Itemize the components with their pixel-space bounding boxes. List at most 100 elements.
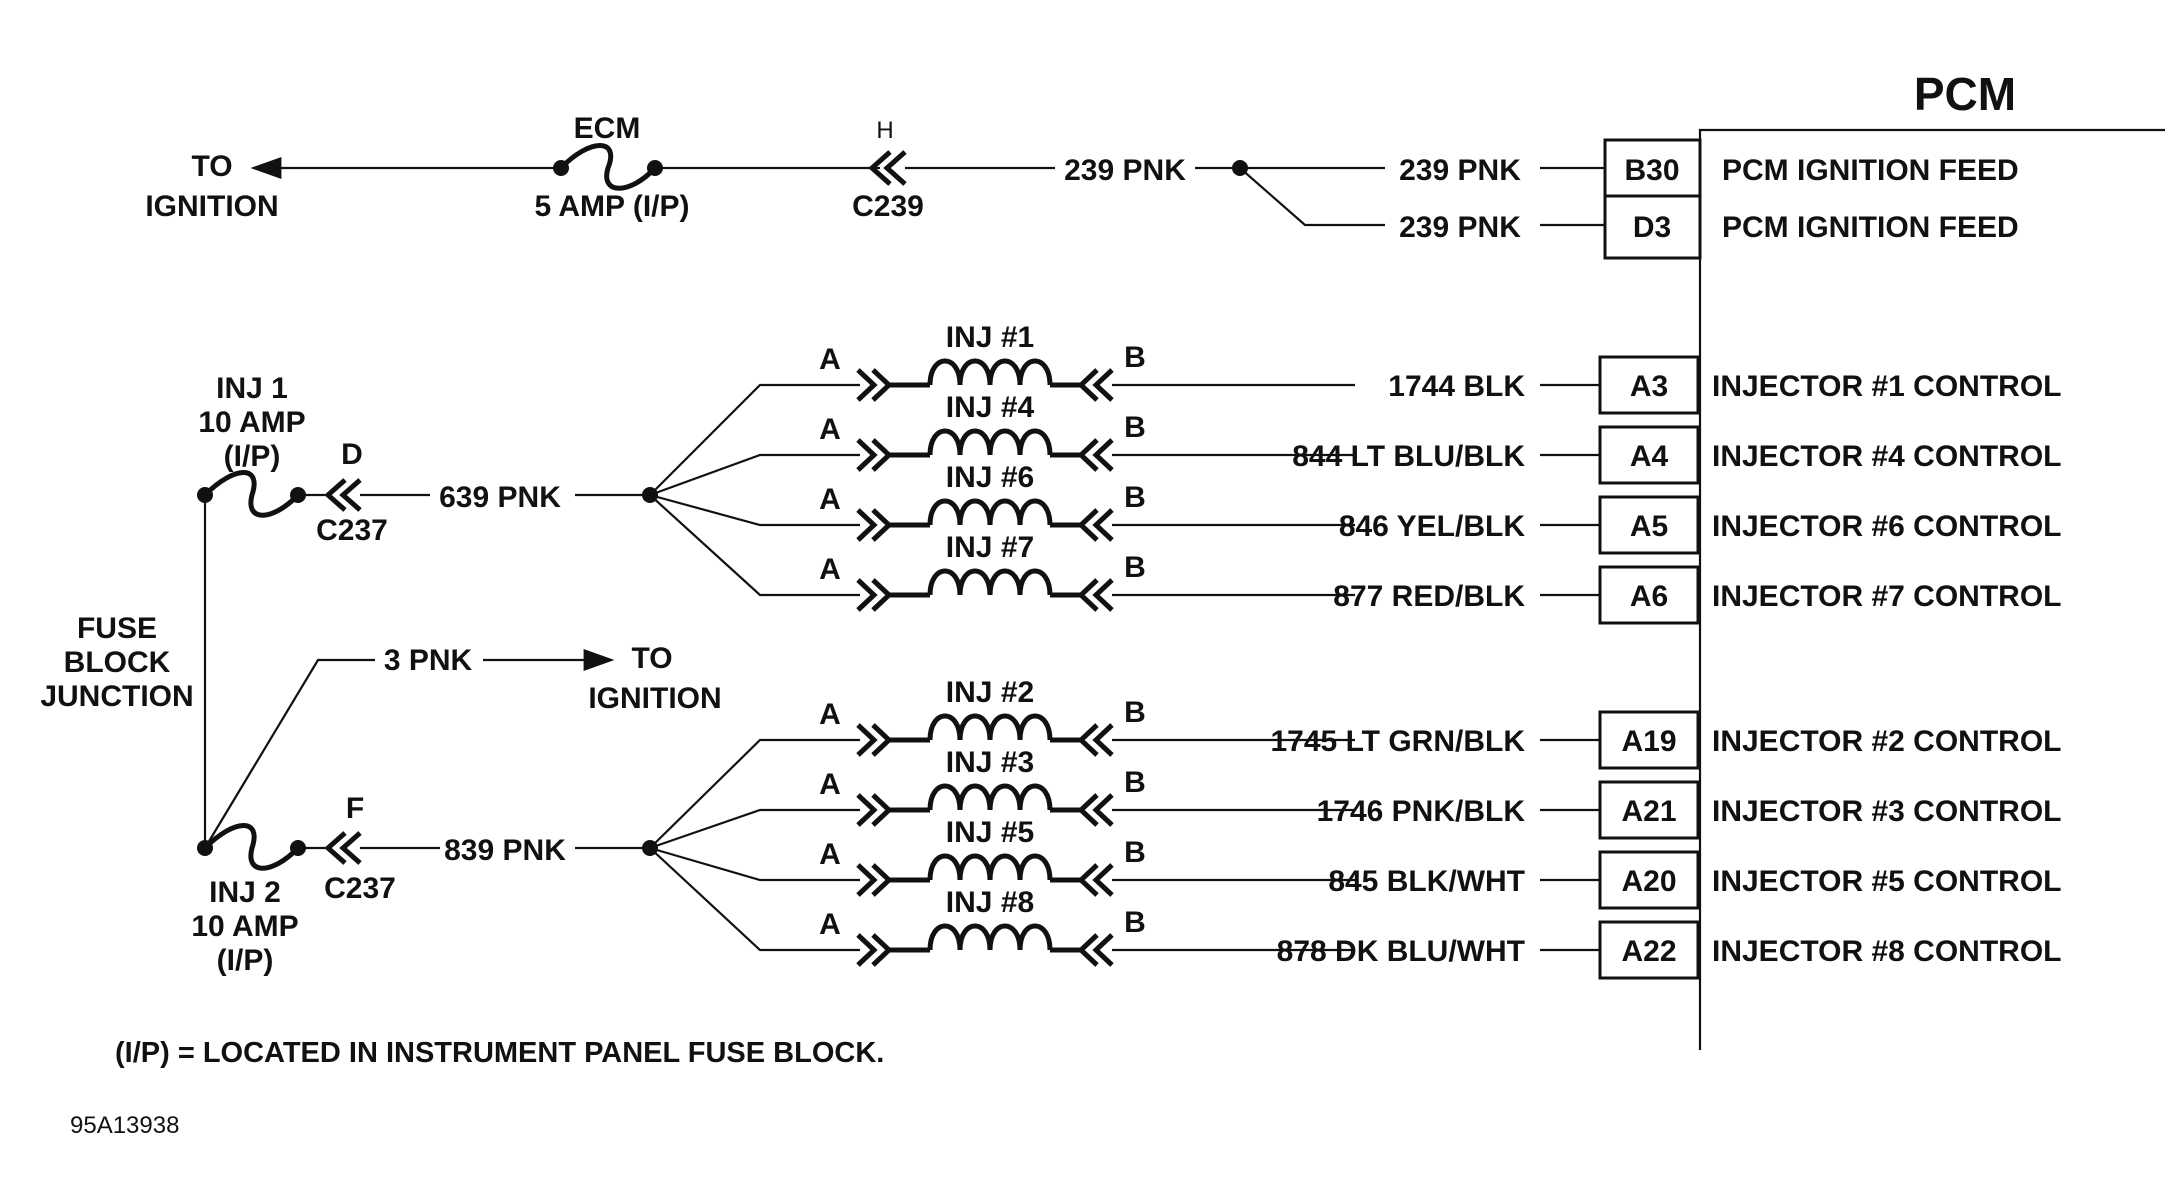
injector-coil-icon	[927, 923, 1053, 951]
pcm-pin-label: A5	[1630, 510, 1668, 543]
injector-wire-label: 1745 LT GRN/BLK	[1271, 725, 1526, 758]
injector-connector-b-icon	[1077, 723, 1114, 757]
injector-pin-a: A	[819, 908, 841, 941]
injector-coil-icon	[927, 568, 1053, 596]
ecm-fuse-name: ECM	[574, 112, 641, 145]
injector-wire-label: 846 YEL/BLK	[1339, 510, 1526, 543]
pcm-pin-function: INJECTOR #1 CONTROL	[1712, 370, 2062, 403]
injector-coil-icon	[927, 853, 1053, 881]
pin-d3: D3	[1633, 211, 1671, 244]
injector-wire-label: 845 BLK/WHT	[1328, 865, 1525, 898]
pcm-pin-function: INJECTOR #4 CONTROL	[1712, 440, 2062, 473]
inj1-fuse-line2: 10 AMP	[198, 406, 305, 439]
injector-connector-b-icon	[1077, 863, 1114, 897]
injector-pin-a: A	[819, 483, 841, 516]
injector-name: INJ #4	[946, 391, 1035, 424]
pcm-pin-function: INJECTOR #3 CONTROL	[1712, 795, 2062, 828]
c239-connector-icon	[868, 150, 907, 186]
inj2-fuse-line2: 10 AMP	[191, 910, 298, 943]
ignition-wire-label: 239 PNK	[1064, 154, 1186, 187]
ecm-fuse-rating: 5 AMP (I/P)	[534, 190, 689, 223]
injector-connector-a-icon	[856, 368, 893, 402]
injector-name: INJ #6	[946, 461, 1034, 494]
injector-coil-icon	[927, 428, 1053, 456]
injector-pin-b: B	[1124, 906, 1146, 939]
injector-connector-a-icon	[856, 863, 893, 897]
inj2-fuse-icon	[197, 823, 306, 871]
pcm-pin-box	[1598, 710, 1700, 770]
c237-f-pin: F	[346, 792, 364, 825]
c237-f-connector-icon	[324, 831, 362, 865]
figure-code: 95A13938	[70, 1112, 179, 1139]
d3-wire-label: 239 PNK	[1399, 211, 1521, 244]
injector-connector-b-icon	[1077, 933, 1114, 967]
pin-b30: B30	[1624, 154, 1679, 187]
pcm-pin-function: INJECTOR #2 CONTROL	[1712, 725, 2062, 758]
injector-pin-b: B	[1124, 551, 1146, 584]
inj1-fuse-line3: (I/P)	[224, 440, 281, 473]
injector-coil-icon	[927, 498, 1053, 526]
injector-name: INJ #1	[946, 321, 1034, 354]
injector-pin-b: B	[1124, 481, 1146, 514]
injector-coil-icon	[927, 358, 1053, 386]
c237-d-label: C237	[316, 514, 388, 547]
injector-connector-a-icon	[856, 508, 893, 542]
injector-connector-b-icon	[1077, 508, 1114, 542]
junction-wire-label: 3 PNK	[384, 644, 473, 677]
pcm-pin-function: INJECTOR #7 CONTROL	[1712, 580, 2062, 613]
pcm-pin-box	[1598, 920, 1700, 980]
to-ignition-label-2: IGNITION	[145, 190, 278, 223]
fuse-block-junction: FUSE BLOCK JUNCTION 3 PNK TO IGNITION	[40, 495, 722, 849]
c237-f-label: C237	[324, 872, 396, 905]
injector-connector-b-icon	[1077, 793, 1114, 827]
injector-connector-a-icon	[856, 723, 893, 757]
pcm-pin-label: A6	[1630, 580, 1668, 613]
upper-feed-wire-label: 639 PNK	[439, 481, 561, 514]
junction-line1: FUSE	[77, 612, 157, 645]
to-ignition-label-1: TO	[191, 150, 232, 183]
pin-d3-function: PCM IGNITION FEED	[1722, 211, 2019, 244]
junction-to-label-1: TO	[631, 642, 672, 675]
injector-row-upper-1: A INJ #1 B 1744 BLK A3 INJECTOR #1 CONTROL	[649, 321, 2062, 496]
pcm-module: PCM	[1698, 68, 2165, 1050]
lower-feed-wire-label: 839 PNK	[444, 834, 566, 867]
pcm-title: PCM	[1914, 68, 2016, 120]
injector-connector-a-icon	[856, 438, 893, 472]
pcm-pin-box	[1598, 355, 1700, 415]
injector-connector-a-icon	[856, 793, 893, 827]
b30-wire-label: 239 PNK	[1399, 154, 1521, 187]
injector-pin-a: A	[819, 413, 841, 446]
inj1-fuse-line1: INJ 1	[216, 372, 288, 405]
pcm-pin-label: A4	[1630, 440, 1669, 473]
pcm-pin-label: A3	[1630, 370, 1668, 403]
pcm-pin-function: INJECTOR #8 CONTROL	[1712, 935, 2062, 968]
footnote: (I/P) = LOCATED IN INSTRUMENT PANEL FUSE…	[115, 1037, 884, 1069]
injector-pin-b: B	[1124, 766, 1146, 799]
injector-wire-label: 1744 BLK	[1388, 370, 1525, 403]
injector-pin-a: A	[819, 343, 841, 376]
injector-name: INJ #3	[946, 746, 1034, 779]
injector-pin-a: A	[819, 838, 841, 871]
injector-wire-label: 878 DK BLU/WHT	[1277, 935, 1525, 968]
injector-wire-label: 877 RED/BLK	[1333, 580, 1525, 613]
c239-pin: H	[876, 117, 893, 144]
injector-wire-label: 1746 PNK/BLK	[1317, 795, 1526, 828]
injector-coil-icon	[927, 713, 1053, 741]
c239-label: C239	[852, 190, 924, 223]
injector-name: INJ #5	[946, 816, 1034, 849]
pcm-pin-box	[1598, 780, 1700, 840]
injector-name: INJ #8	[946, 886, 1034, 919]
injector-connector-a-icon	[856, 578, 893, 612]
pcm-pin-label: A19	[1621, 725, 1676, 758]
injector-name: INJ #7	[946, 531, 1034, 564]
injector-pin-b: B	[1124, 411, 1146, 444]
inj2-fuse-line3: (I/P)	[217, 944, 274, 977]
